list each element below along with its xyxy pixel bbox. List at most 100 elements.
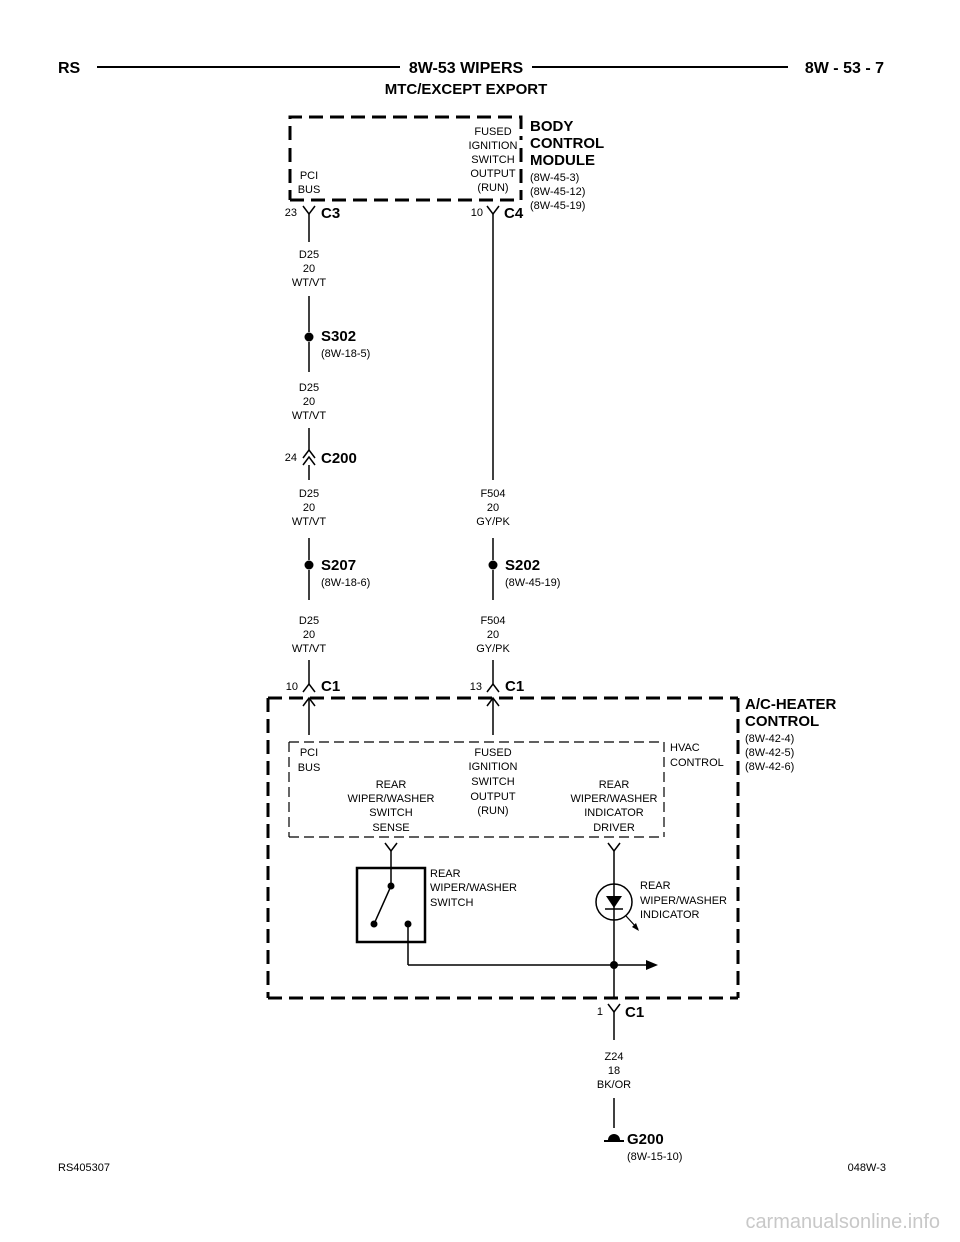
footer-right: 048W-3 <box>848 1162 886 1174</box>
page-header: RS 8W-53 WIPERS 8W - 53 - 7 MTC/EXCEPT E… <box>58 60 884 98</box>
bcm-conn-left: C3 <box>321 205 340 222</box>
wire-f504-label-2b: 20 <box>487 629 499 641</box>
switch-contact-left <box>370 920 378 928</box>
bcm-pin-right: 10 <box>471 207 483 219</box>
ground-g200-name: G200 <box>627 1131 664 1148</box>
header-center-line1: 8W-53 WIPERS <box>409 60 524 77</box>
bcm-fused-3: SWITCH <box>471 154 514 166</box>
achc-ref-3: (8W-42-6) <box>745 761 794 773</box>
bcm-title-1: BODY <box>530 118 573 135</box>
common-bus-junction <box>610 961 618 969</box>
connector-c1-mid-upper <box>486 682 500 693</box>
bcm-ref-3: (8W-45-19) <box>530 200 585 212</box>
achc-title-1: A/C-HEATER <box>745 696 837 713</box>
splice-s202-dot <box>488 560 498 570</box>
wire-d25-label-2c: WT/VT <box>292 410 326 422</box>
achc-title-2: CONTROL <box>745 713 819 730</box>
switch-label-3: SWITCH <box>430 897 473 909</box>
ac-heater-control-module: A/C-HEATER CONTROL (8W-42-4) (8W-42-5) (… <box>266 696 837 1021</box>
achc-fused-3: SWITCH <box>471 776 514 788</box>
indicator-label-2: WIPER/WASHER <box>640 895 727 907</box>
c200-pin: 24 <box>285 452 297 464</box>
wire-d25-label-4a: D25 <box>299 615 319 627</box>
sense-label-2: WIPER/WASHER <box>348 793 435 805</box>
bcm-pci-2: BUS <box>298 184 321 196</box>
achc-conn-bottom: C1 <box>625 1004 644 1021</box>
bcm-fused-4: OUTPUT <box>470 168 516 180</box>
splice-s202-ref: (8W-45-19) <box>505 577 560 589</box>
hvac-label-2: CONTROL <box>670 757 724 769</box>
indicator-led-ray-head <box>632 923 639 931</box>
ground-g200-dome <box>608 1134 620 1140</box>
wire-d25-label-1a: D25 <box>299 249 319 261</box>
wire-z24-label-b: 18 <box>608 1065 620 1077</box>
wire-d25-label-3a: D25 <box>299 488 319 500</box>
wire-f504-label-1c: GY/PK <box>476 516 510 528</box>
connector-c4-symbol <box>486 205 500 216</box>
header-right: 8W - 53 - 7 <box>805 60 884 77</box>
bcm-conn-right: C4 <box>504 205 524 222</box>
connector-c1-bottom-symbol <box>607 1003 621 1014</box>
hvac-label-1: HVAC <box>670 742 700 754</box>
wire-d25-label-1c: WT/VT <box>292 277 326 289</box>
splice-s302-ref: (8W-18-5) <box>321 348 370 360</box>
connector-c200-lower <box>302 455 316 466</box>
bcm-title-2: CONTROL <box>530 135 604 152</box>
wire-f504-labels: F504 20 GY/PK S202 (8W-45-19) F504 20 GY… <box>470 488 561 695</box>
ground-g200-ref: (8W-15-10) <box>627 1151 682 1163</box>
splice-s302-dot <box>304 332 314 342</box>
wire-d25-label-2a: D25 <box>299 382 319 394</box>
connector-c200-upper <box>302 448 316 459</box>
splice-s302-name: S302 <box>321 328 356 345</box>
wire-z24-label-c: BK/OR <box>597 1079 631 1091</box>
wire-f504-label-2a: F504 <box>480 615 505 627</box>
wire-d25-circuit <box>302 214 316 735</box>
c200-name: C200 <box>321 450 357 467</box>
indicator-led-diode <box>606 896 622 908</box>
achc-fused-5: (RUN) <box>477 805 508 817</box>
wire-f504-label-1a: F504 <box>480 488 505 500</box>
achc-fused-1: FUSED <box>474 747 511 759</box>
connector-c1-left-upper <box>302 682 316 693</box>
wire-f504-label-1b: 20 <box>487 502 499 514</box>
achc-pin-mid: 13 <box>470 681 482 693</box>
wire-d25-label-2b: 20 <box>303 396 315 408</box>
bcm-dashed-box-top <box>288 115 523 140</box>
splice-s207-name: S207 <box>321 557 356 574</box>
splice-s207-ref: (8W-18-6) <box>321 577 370 589</box>
wire-d25-label-1b: 20 <box>303 263 315 275</box>
indicator-label-3: INDICATOR <box>640 909 700 921</box>
splice-s202-name: S202 <box>505 557 540 574</box>
sense-label-3: SWITCH <box>369 807 412 819</box>
wire-f504-circuit <box>486 214 500 735</box>
wire-z24-label-a: Z24 <box>605 1051 624 1063</box>
switch-label-1: REAR <box>430 868 461 880</box>
wire-d25-label-4b: 20 <box>303 629 315 641</box>
achc-fused-4: OUTPUT <box>470 791 516 803</box>
watermark: carmanualsonline.info <box>745 1211 940 1233</box>
achc-fused-2: IGNITION <box>469 761 518 773</box>
wire-d25-label-4c: WT/VT <box>292 643 326 655</box>
footer-left: RS405307 <box>58 1162 110 1174</box>
bcm-fused-1: FUSED <box>474 126 511 138</box>
bcm-pci-1: PCI <box>300 170 318 182</box>
switch-blade <box>373 885 392 925</box>
header-left: RS <box>58 60 81 77</box>
driver-label-4: DRIVER <box>593 822 635 834</box>
achc-pci-2: BUS <box>298 762 321 774</box>
driver-pin-symbol <box>607 842 621 853</box>
connector-c3-symbol <box>302 205 316 216</box>
bcm-ref-2: (8W-45-12) <box>530 186 585 198</box>
bcm-fused-5: (RUN) <box>477 182 508 194</box>
sense-label-4: SENSE <box>372 822 409 834</box>
achc-conn-left: C1 <box>321 678 340 695</box>
achc-ref-1: (8W-42-4) <box>745 733 794 745</box>
splice-s207-dot <box>304 560 314 570</box>
achc-pin-left: 10 <box>286 681 298 693</box>
driver-label-2: WIPER/WASHER <box>571 793 658 805</box>
driver-label-1: REAR <box>599 779 630 791</box>
indicator-label-1: REAR <box>640 880 671 892</box>
common-bus-arrow <box>646 960 658 970</box>
bcm-pin-left: 23 <box>285 207 297 219</box>
achc-pin-bottom: 1 <box>597 1006 603 1018</box>
